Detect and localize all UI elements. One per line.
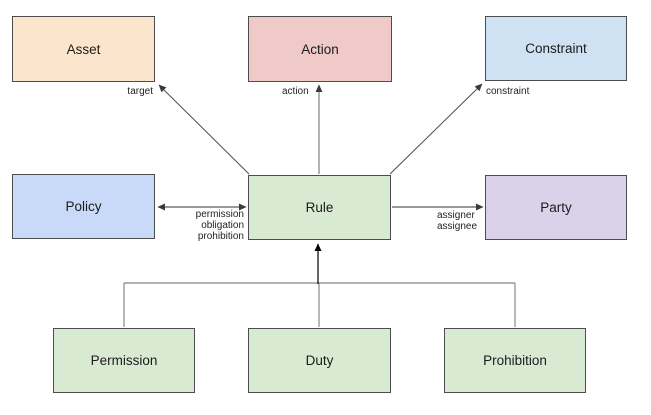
node-action: Action [248,16,392,82]
edge-label-target: target [127,86,153,97]
node-permission: Permission [53,328,195,393]
edge-rule-constraint [389,83,483,175]
node-label-action: Action [301,41,339,57]
node-label-rule: Rule [305,200,334,215]
node-rule: Rule [248,175,391,240]
edge-label-constraint: constraint [486,86,530,97]
edge-label-action: action [282,86,309,97]
node-label-asset: Asset [66,41,101,57]
node-label-permission: Permission [90,353,158,368]
edge-label-policy-rule-line1: permission [195,209,244,220]
node-party: Party [485,175,627,240]
node-duty: Duty [248,328,391,393]
edge-label-policy-rule-line3: prohibition [197,231,244,242]
node-prohibition: Prohibition [444,328,586,393]
edge-label-rule-party-line1: assigner [437,210,475,221]
edge-label-rule-party: assigner assignee [437,210,477,232]
node-label-party: Party [540,200,572,215]
edge-rule-asset [158,84,250,175]
node-asset: Asset [12,16,155,82]
edge-label-policy-rule-line2: obligation [201,220,244,231]
node-label-duty: Duty [305,353,334,368]
node-policy: Policy [12,174,155,239]
edge-label-policy-rule: permission obligation prohibition [174,209,244,242]
node-label-constraint: Constraint [525,41,587,56]
edge-label-rule-party-line2: assignee [437,221,478,232]
edge-subclass-tree [123,282,516,327]
node-label-policy: Policy [65,199,102,214]
node-label-prohibition: Prohibition [483,353,547,368]
node-constraint: Constraint [485,16,627,81]
